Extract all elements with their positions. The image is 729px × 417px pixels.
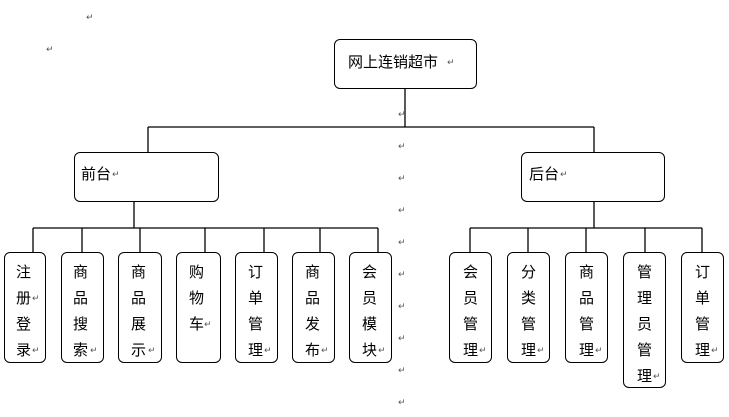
- front-child-node: 订单管理 ↵: [235, 252, 278, 363]
- back-child-label: 管理员管理: [637, 263, 653, 385]
- paragraph-mark: ↵: [112, 170, 120, 180]
- paragraph-mark: ↵: [32, 346, 40, 356]
- paragraph-mark: ↵: [398, 366, 406, 376]
- paragraph-mark: ↵: [204, 320, 212, 330]
- paragraph-mark: ↵: [86, 13, 94, 23]
- back-child-label: 会员管理: [463, 263, 479, 359]
- paragraph-mark: ↵: [398, 334, 406, 344]
- paragraph-mark: ↵: [398, 398, 406, 408]
- paragraph-mark: ↵: [398, 206, 406, 216]
- front-child-label: 注册登录: [16, 263, 32, 359]
- front-child-node: 商品发布 ↵: [292, 252, 335, 363]
- back-child-node: 会员管理 ↵: [449, 252, 492, 363]
- paragraph-mark: ↵: [447, 58, 455, 68]
- paragraph-mark: ↵: [46, 45, 54, 55]
- paragraph-mark: ↵: [90, 346, 98, 356]
- paragraph-mark: ↵: [398, 174, 406, 184]
- paragraph-mark: ↵: [148, 346, 156, 356]
- paragraph-mark: ↵: [653, 372, 661, 382]
- front-child-node: 购物车 ↵: [176, 252, 221, 363]
- paragraph-mark: ↵: [321, 346, 329, 356]
- front-child-node: 会员模块 ↵: [349, 252, 392, 363]
- back-node: 后台 ↵: [521, 152, 665, 202]
- paragraph-mark: ↵: [398, 110, 406, 120]
- root-node: 网上连销超市 ↵: [334, 39, 477, 89]
- root-node-label: 网上连销超市: [348, 53, 439, 71]
- back-child-label: 商品管理: [579, 263, 595, 359]
- paragraph-mark: ↵: [560, 170, 568, 180]
- back-child-node: 商品管理 ↵: [565, 252, 608, 363]
- front-node-label: 前台: [81, 165, 112, 183]
- back-child-node: 订单管理 ↵: [681, 252, 724, 363]
- front-node: 前台 ↵: [74, 152, 219, 202]
- paragraph-mark: ↵: [264, 346, 272, 356]
- back-child-node: 分类管理 ↵: [507, 252, 550, 363]
- paragraph-mark: ↵: [595, 346, 603, 356]
- paragraph-mark: ↵: [537, 346, 545, 356]
- paragraph-mark: ↵: [398, 238, 406, 248]
- front-child-label: 商品搜索: [73, 263, 89, 359]
- back-child-label: 分类管理: [521, 263, 537, 359]
- paragraph-mark: ↵: [711, 346, 719, 356]
- paragraph-mark: ↵: [398, 302, 406, 312]
- front-child-label: 订单管理: [248, 263, 264, 359]
- paragraph-mark: ↵: [398, 142, 406, 152]
- back-child-node: 管理员管理 ↵: [623, 252, 666, 388]
- front-child-label: 商品展示: [131, 263, 147, 359]
- front-child-label: 购物车: [189, 263, 205, 333]
- front-child-node: 注册登录 ↵ ↵: [4, 252, 46, 363]
- front-child-label: 会员模块: [362, 263, 378, 359]
- front-child-node: 商品展示 ↵: [118, 252, 162, 363]
- back-child-label: 订单管理: [695, 263, 711, 359]
- front-child-node: 商品搜索 ↵: [61, 252, 104, 363]
- paragraph-mark: ↵: [32, 294, 40, 304]
- paragraph-mark: ↵: [378, 346, 386, 356]
- front-child-label: 商品发布: [305, 263, 321, 359]
- back-node-label: 后台: [529, 165, 560, 183]
- paragraph-mark: ↵: [398, 270, 406, 280]
- paragraph-mark: ↵: [479, 346, 487, 356]
